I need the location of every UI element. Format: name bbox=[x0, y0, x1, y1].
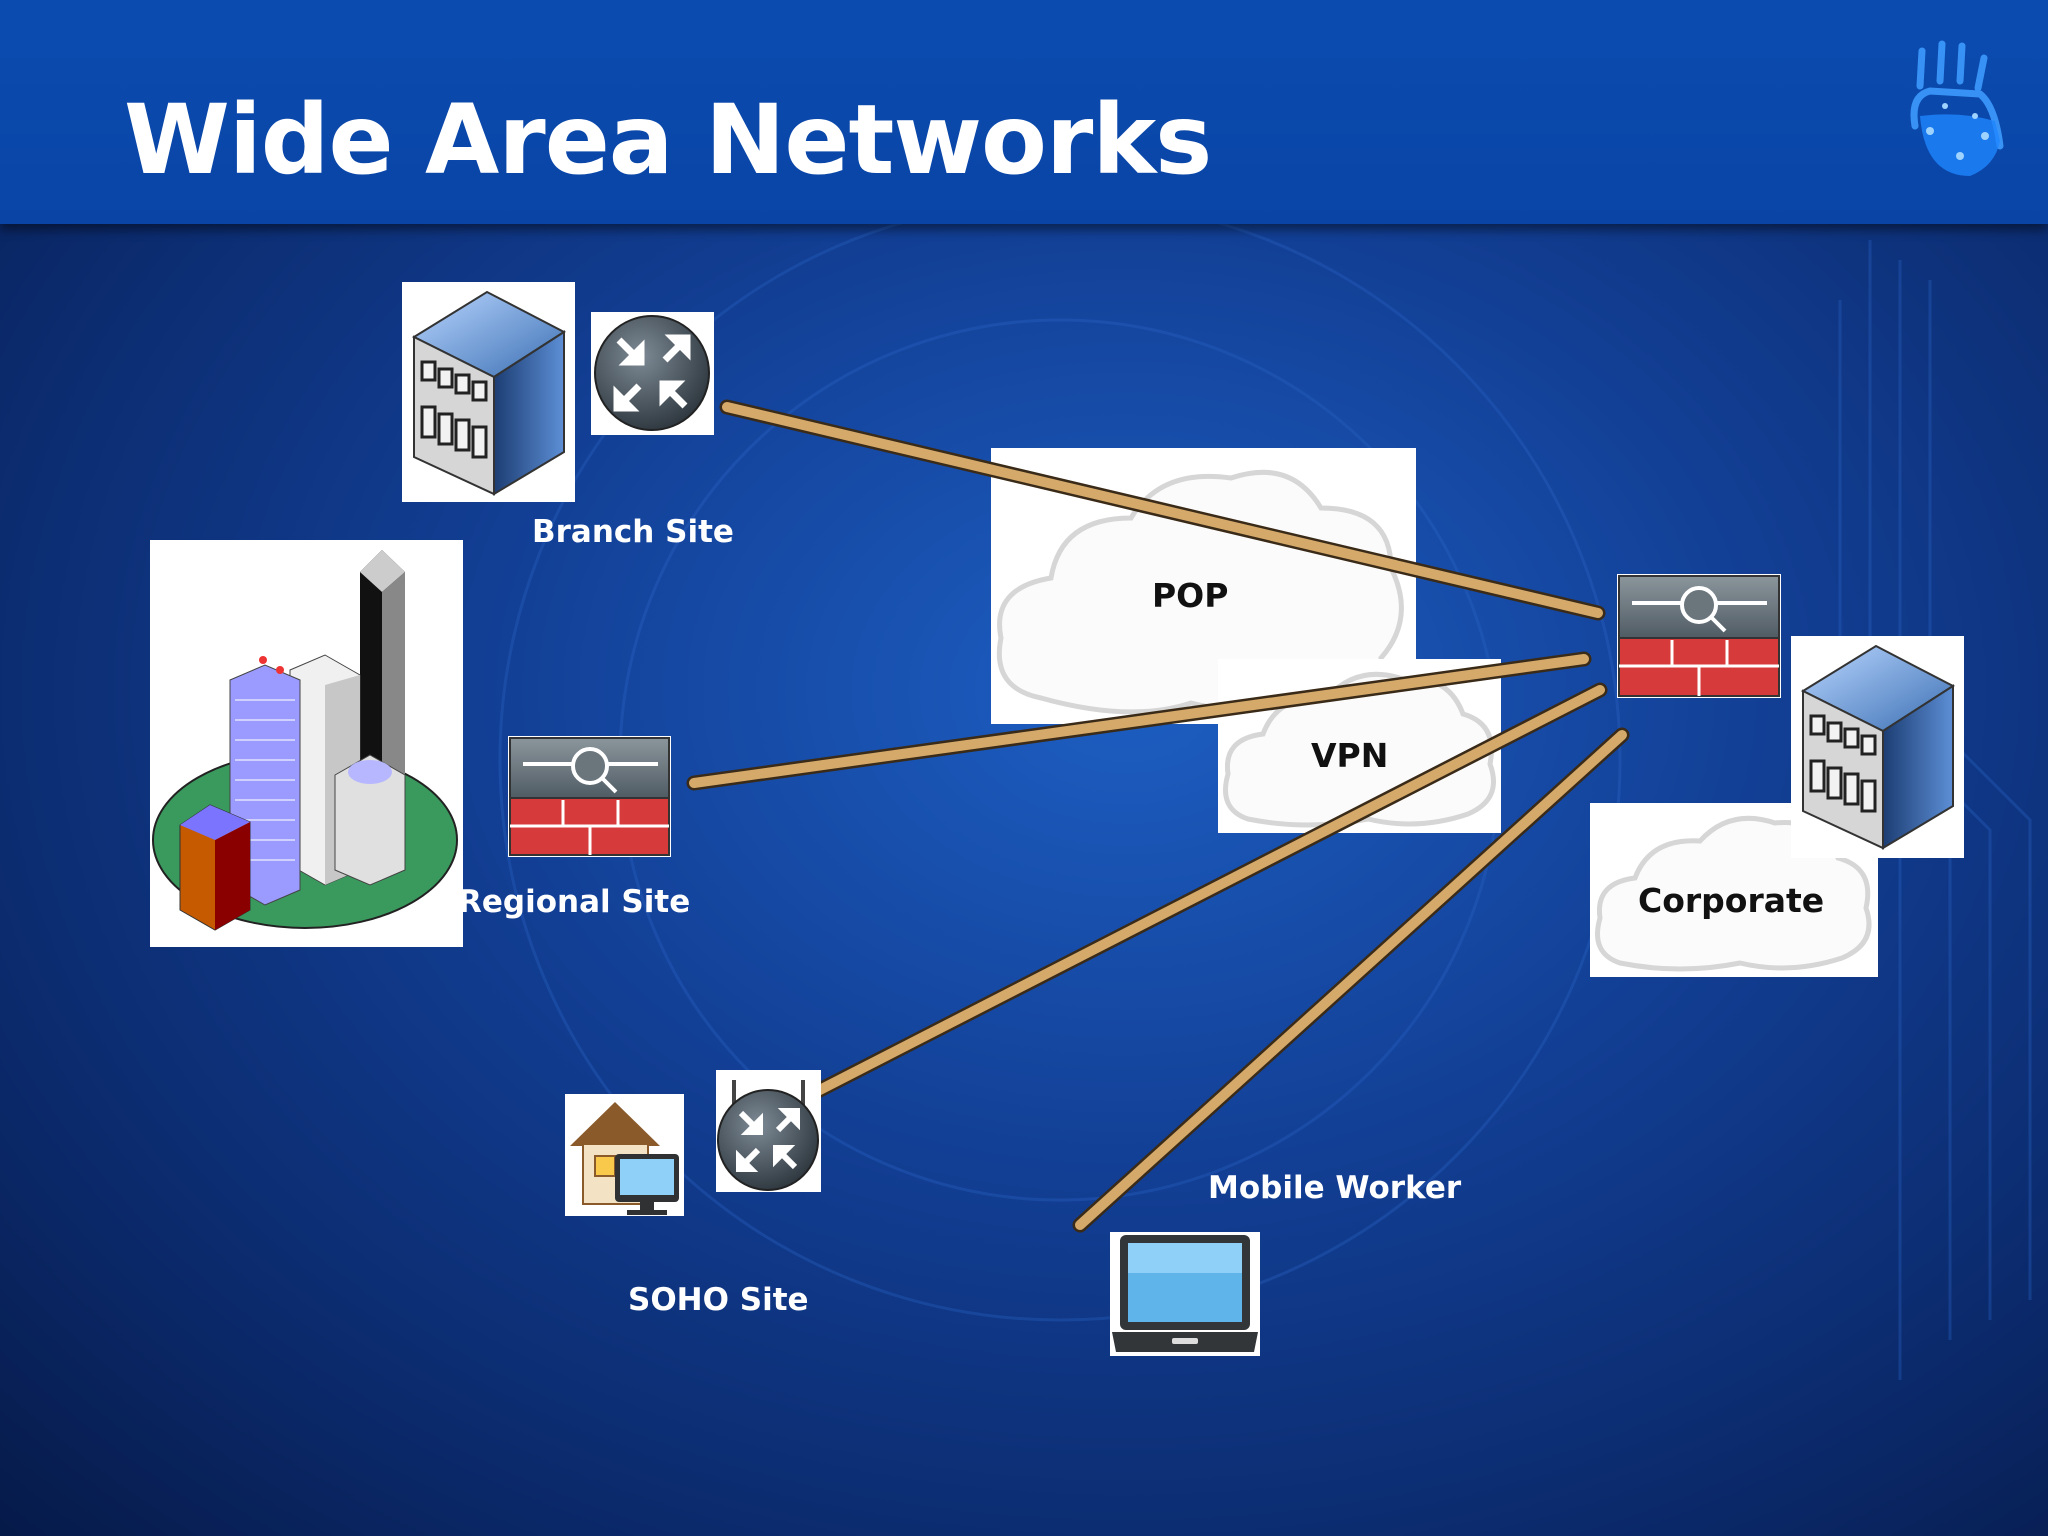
corporate-cloud: Corporate bbox=[1590, 803, 1878, 977]
firewall-icon bbox=[1617, 574, 1781, 698]
pop-label: POP bbox=[1152, 576, 1229, 615]
branch-site-label: Branch Site bbox=[532, 514, 734, 550]
router-icon bbox=[591, 312, 714, 435]
slide-header: Wide Area Networks bbox=[0, 0, 2048, 224]
city-buildings-icon bbox=[150, 540, 463, 947]
vpn-label: VPN bbox=[1311, 736, 1389, 775]
regional-site-label: Regional Site bbox=[458, 884, 691, 920]
soho-site-label: SOHO Site bbox=[628, 1282, 809, 1318]
laptop-icon bbox=[1110, 1232, 1260, 1356]
office-building-icon bbox=[1791, 636, 1964, 858]
corporate-label: Corporate bbox=[1638, 881, 1825, 920]
mobile-worker-label: Mobile Worker bbox=[1208, 1170, 1462, 1206]
slide-title: Wide Area Networks bbox=[124, 84, 1212, 196]
firewall-icon bbox=[508, 736, 671, 857]
router-icon bbox=[716, 1070, 821, 1192]
home-office-icon bbox=[565, 1094, 684, 1216]
office-building-icon bbox=[402, 282, 575, 502]
handprint-logo-icon bbox=[1900, 36, 2010, 186]
